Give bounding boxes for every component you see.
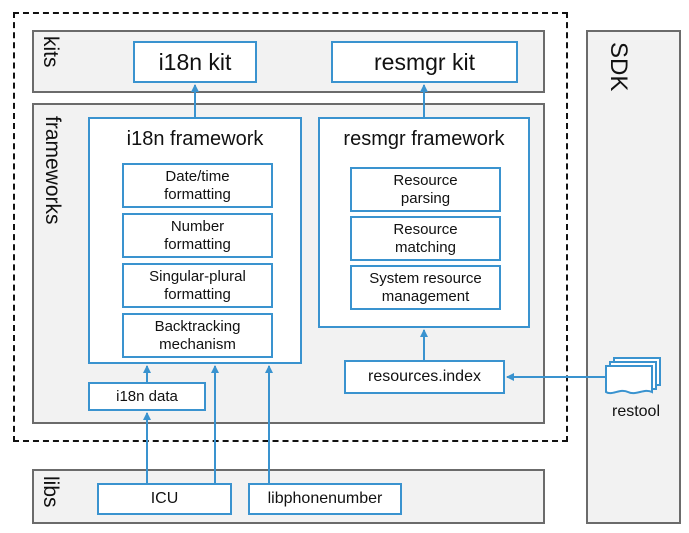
resmgr-framework-title: resmgr framework — [343, 128, 505, 150]
sdk-layer — [586, 30, 681, 524]
resource-parsing-box: Resource parsing — [350, 167, 501, 212]
libphonenumber-box: libphonenumber — [248, 483, 402, 515]
restool-icon — [605, 357, 661, 395]
frameworks-layer-label: frameworks — [41, 116, 64, 225]
resmgr-kit-box: resmgr kit — [331, 41, 518, 83]
system-boundary — [13, 12, 568, 442]
singular-plural-formatting-box: Singular-plural formatting — [122, 263, 273, 308]
system-resource-management-box: System resource management — [350, 265, 501, 310]
restool-label: restool — [611, 403, 661, 420]
resource-matching-box: Resource matching — [350, 216, 501, 261]
i18n-kit-box: i18n kit — [133, 41, 257, 83]
backtracking-mechanism-box: Backtracking mechanism — [122, 313, 273, 358]
resources-index-box: resources.index — [344, 360, 505, 394]
date-time-formatting-box: Date/time formatting — [122, 163, 273, 208]
libs-layer-label: libs — [39, 476, 62, 508]
i18n-framework-title: i18n framework — [126, 128, 264, 150]
sdk-layer-label: SDK — [605, 42, 632, 92]
number-formatting-box: Number formatting — [122, 213, 273, 258]
icu-box: ICU — [97, 483, 232, 515]
i18n-data-box: i18n data — [88, 382, 206, 411]
kits-layer-label: kits — [39, 36, 62, 68]
